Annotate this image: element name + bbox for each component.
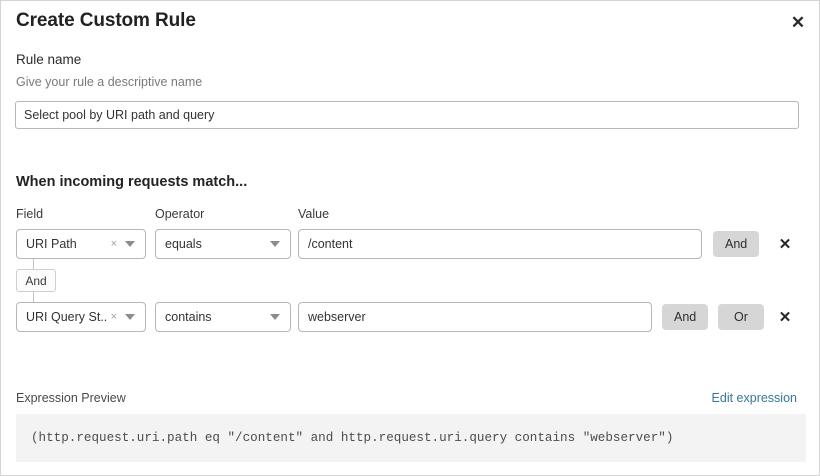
expression-preview-label: Expression Preview <box>16 391 126 405</box>
rule-name-label: Rule name <box>16 52 82 67</box>
clear-icon[interactable]: × <box>110 310 117 323</box>
value-input-2[interactable] <box>298 302 652 332</box>
operator-select-1-value: equals <box>165 237 202 251</box>
delete-condition-icon-2[interactable]: ✕ <box>778 309 792 326</box>
operator-select-2-value: contains <box>165 310 212 324</box>
connector-line-top <box>33 259 34 272</box>
rule-name-description: Give your rule a descriptive name <box>16 75 203 89</box>
field-select-1-value: URI Path <box>26 237 77 251</box>
conditions-heading: When incoming requests match... <box>16 174 248 190</box>
column-header-value: Value <box>298 207 330 221</box>
connector-line-bottom <box>33 291 34 303</box>
column-header-field: Field <box>16 207 44 221</box>
operator-select-2[interactable]: contains <box>155 302 291 332</box>
field-select-2[interactable]: URI Query St... × <box>16 302 146 332</box>
value-input-1[interactable] <box>298 229 702 259</box>
rule-name-input[interactable] <box>15 101 799 129</box>
and-button-1[interactable]: And <box>713 231 760 257</box>
field-select-2-value: URI Query St... <box>26 310 107 324</box>
condition-row: URI Query St... × contains And Or ✕ <box>1 302 820 332</box>
edit-expression-link[interactable]: Edit expression <box>711 391 797 405</box>
chevron-down-icon <box>125 241 135 247</box>
chevron-down-icon <box>270 314 280 320</box>
close-icon[interactable]: ✕ <box>790 12 806 32</box>
column-header-operator: Operator <box>155 207 205 221</box>
chevron-down-icon <box>270 241 280 247</box>
or-button-2[interactable]: Or <box>718 304 764 330</box>
and-button-2[interactable]: And <box>662 304 709 330</box>
operator-select-1[interactable]: equals <box>155 229 291 259</box>
expression-preview-box: (http.request.uri.path eq "/content" and… <box>16 414 806 462</box>
page-title: Create Custom Rule <box>16 10 196 31</box>
clear-icon[interactable]: × <box>110 237 117 250</box>
chevron-down-icon <box>125 314 135 320</box>
group-connector-and-badge[interactable]: And <box>16 269 56 292</box>
field-select-1[interactable]: URI Path × <box>16 229 146 259</box>
delete-condition-icon-1[interactable]: ✕ <box>778 236 792 253</box>
expression-code: (http.request.uri.path eq "/content" and… <box>31 431 674 445</box>
condition-row: URI Path × equals And ✕ <box>1 229 820 259</box>
